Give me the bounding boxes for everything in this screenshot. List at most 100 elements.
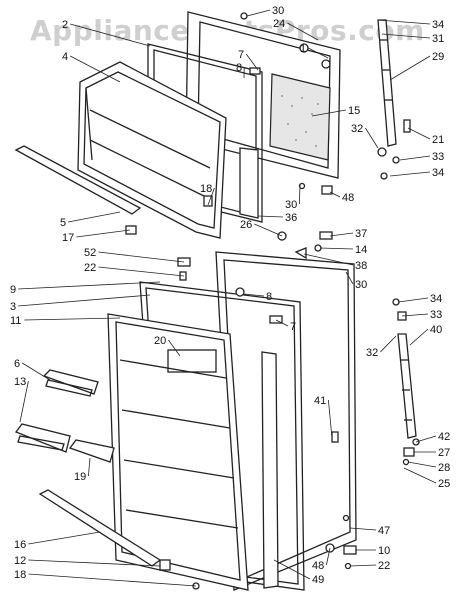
part-number-label: 33: [432, 151, 444, 163]
part-number-label: 27: [438, 447, 450, 459]
leader-line-6: [21, 362, 51, 381]
part-number-label: 48: [312, 560, 324, 572]
leader-line-30b: [299, 183, 301, 205]
leader-line-30c: [345, 271, 354, 285]
part-number-label: 5: [60, 217, 66, 229]
leader-line-32a: [365, 127, 379, 149]
butter-compartment-19: [68, 439, 115, 463]
leader-line-52: [98, 251, 185, 263]
leader-line-33a: [399, 155, 431, 161]
leader-line-49: [273, 559, 311, 580]
leader-line-19: [88, 457, 91, 477]
leader-line-22b: [349, 564, 377, 567]
leader-line-40: [409, 328, 429, 346]
freezer-strip: [239, 147, 259, 219]
part-number-label: 48: [342, 192, 354, 204]
part-number-label: 1: [300, 43, 306, 55]
part-number-label: 22: [84, 262, 96, 274]
leader-line-20: [168, 339, 181, 357]
part-number-label: 12: [14, 555, 26, 567]
hinge-cartridge-upper: [377, 19, 397, 147]
leader-line-34a: [377, 19, 431, 25]
leader-line-18a: [207, 187, 215, 206]
leader-line-25: [403, 467, 437, 484]
leader-line-30a: [246, 9, 271, 17]
leader-line-5: [68, 211, 121, 223]
leader-line-21: [407, 127, 431, 140]
freezer-trim-strip: [14, 145, 142, 215]
part-number-label: 47: [378, 525, 390, 537]
part-number-label: 16: [14, 539, 26, 551]
part-number-label: 20: [154, 335, 166, 347]
part-number-label: 3: [10, 301, 16, 313]
part-number-label: 19: [74, 471, 86, 483]
leader-line-2: [70, 23, 151, 47]
leader-line-1: [308, 47, 329, 59]
leader-line-8b: [243, 293, 265, 297]
leader-line-42: [415, 435, 437, 443]
part-number-label: 52: [84, 247, 96, 259]
part-number-label: 7: [290, 321, 296, 333]
part-number-label: 15: [348, 105, 360, 117]
part-number-label: 49: [312, 574, 324, 586]
part-number-label: 36: [285, 212, 297, 224]
part-number-label: 11: [10, 315, 21, 327]
part-number-label: 28: [438, 462, 450, 474]
door-shelf-13: [14, 423, 71, 453]
part-number-label: 29: [432, 51, 444, 63]
leader-line-7a: [245, 53, 259, 71]
leader-line-36: [257, 215, 284, 218]
leader-line-29: [389, 55, 431, 81]
fresh-food-door: [107, 313, 249, 591]
leader-line-31: [381, 33, 431, 39]
part-number-label: 9: [10, 284, 16, 296]
leader-lines: [18, 9, 437, 587]
part-number-label: 38: [355, 260, 367, 272]
leader-line-18b: [28, 573, 197, 587]
leader-line-34c: [397, 297, 429, 303]
hinge-cartridge-lower: [397, 333, 417, 439]
part-number-label: 40: [430, 324, 442, 336]
part-number-label: 30: [285, 199, 297, 211]
leader-line-26: [254, 223, 283, 237]
breaker-strip: [261, 351, 279, 589]
part-number-label: 31: [432, 33, 444, 45]
part-number-label: 33: [430, 309, 442, 321]
leader-line-15: [311, 109, 347, 117]
part-number-label: 34: [430, 293, 442, 305]
leader-line-37: [329, 232, 354, 237]
leader-line-11: [24, 317, 121, 321]
part-number-label: 34: [432, 19, 444, 31]
part-number-label: 42: [438, 431, 450, 443]
part-number-label: 25: [438, 478, 450, 490]
leader-line-17: [76, 229, 131, 238]
leader-line-28: [407, 461, 437, 468]
leader-line-4: [70, 55, 121, 83]
part-number-label: 30: [272, 5, 284, 17]
leader-line-9: [18, 281, 161, 290]
leader-line-13: [19, 380, 29, 423]
door-shelf-6: [42, 369, 99, 397]
part-number-label: 18: [14, 569, 26, 581]
part-number-label: 10: [378, 545, 390, 557]
leader-line-48a: [329, 191, 341, 198]
evaporator-panel: [269, 73, 331, 161]
leader-line-33b: [401, 313, 429, 317]
part-number-label: 32: [351, 123, 363, 135]
leader-line-16: [28, 531, 101, 545]
leader-line-14: [319, 247, 354, 250]
leader-line-22a: [98, 266, 185, 277]
part-number-label: 22: [378, 560, 390, 572]
part-number-label: 34: [432, 167, 444, 179]
leader-line-47: [349, 527, 377, 531]
freezer-door: [77, 61, 227, 239]
part-number-label: 37: [355, 228, 367, 240]
part-number-label: 18: [200, 183, 212, 195]
part-number-label: 32: [366, 347, 378, 359]
part-number-label: 30: [355, 279, 367, 291]
part-number-label: 8: [236, 62, 242, 74]
part-number-label: 14: [355, 244, 367, 256]
leader-line-48b: [326, 547, 331, 566]
